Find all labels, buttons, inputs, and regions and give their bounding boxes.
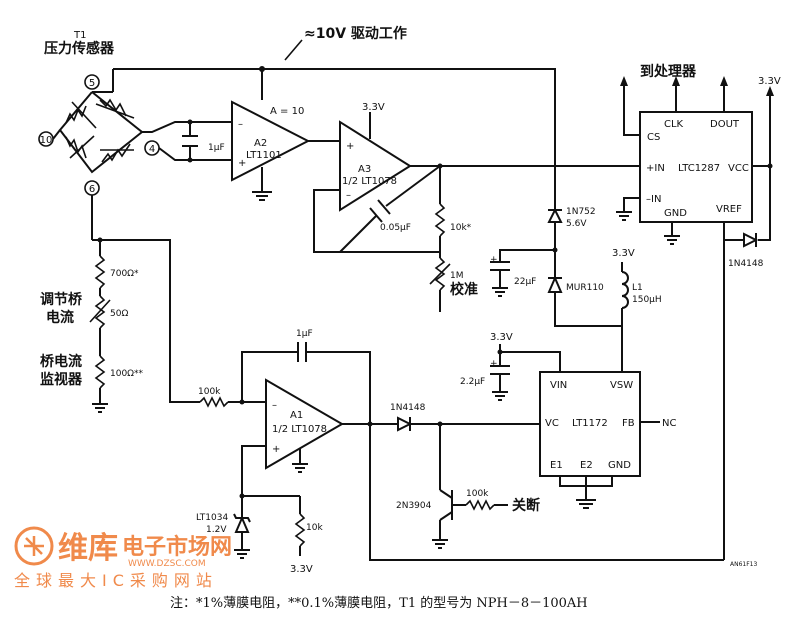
reg-e2: E2 <box>580 460 593 471</box>
a2-part: LT1101 <box>246 150 282 161</box>
monitor-bridge-label: 桥电流 <box>40 353 82 370</box>
ref-supply: 3.3V <box>290 564 313 575</box>
a1-part: 1/2 LT1078 <box>272 424 327 435</box>
d-1n4148-mid: 1N4148 <box>390 403 426 413</box>
l1-value: 150μH <box>632 295 662 305</box>
watermark-brand2: 电子市场网 <box>122 534 232 560</box>
adc-in-plus: +IN <box>646 163 665 174</box>
adc-in-minus: –IN <box>646 194 661 205</box>
d-1n752-voltage: 5.6V <box>566 219 587 229</box>
svg-text:+: + <box>490 255 498 265</box>
adc-ltc1287 <box>616 76 774 560</box>
l1-ref: L1 <box>632 283 643 293</box>
c-1uf-fb: 1μF <box>296 329 313 339</box>
r-100k-b: 100k <box>466 489 489 499</box>
svg-text:+: + <box>346 141 354 152</box>
reg-part: LT1172 <box>572 418 608 429</box>
d-1n4148-top: 1N4148 <box>728 259 764 269</box>
d-mur110: MUR110 <box>566 283 604 293</box>
a2-gain: A = 10 <box>270 106 304 117</box>
watermark-sub: 全球最大IC采购网站 <box>14 571 218 590</box>
node-5: 5 <box>89 78 95 89</box>
adc-cs: CS <box>647 132 660 143</box>
watermark-brand: 维库 <box>58 531 118 566</box>
adjust-bridge-label-2: 电流 <box>46 309 74 326</box>
t1-name: 压力传感器 <box>44 40 115 57</box>
r-10k-star: 10k* <box>450 223 472 233</box>
reg-e1: E1 <box>550 460 563 471</box>
c-22uf-b: 2.2μF <box>460 377 485 387</box>
footnote: 注：*1%薄膜电阻，**0.1%薄膜电阻，T1 的型号为 NPH－8－100AH <box>170 595 588 611</box>
a1-ref: A1 <box>290 410 303 421</box>
amplifier-a1 <box>199 342 540 499</box>
adc-part: LTC1287 <box>678 163 720 174</box>
q-2n3904: 2N3904 <box>396 501 432 511</box>
l1-supply: 3.3V <box>612 248 635 259</box>
reg-vsw: VSW <box>610 380 633 391</box>
adc-clk: CLK <box>664 119 684 130</box>
reg-nc: NC <box>662 418 676 429</box>
amplifier-a2 <box>231 100 340 201</box>
r-1m: 1M <box>450 271 464 281</box>
adc-vref: VREF <box>716 204 742 215</box>
svg-text:–: – <box>238 119 243 130</box>
a3-part: 1/2 LT1078 <box>342 176 397 187</box>
adc-gnd: GND <box>664 208 687 219</box>
reg-gnd: GND <box>608 460 631 471</box>
d-1n752: 1N752 <box>566 207 596 217</box>
r-10k-b: 10k <box>306 523 323 533</box>
watermark-logo <box>14 526 54 566</box>
r-100: 100Ω** <box>110 369 144 379</box>
drive-label: ≈10V 驱动工作 <box>304 25 407 42</box>
calibrate-label: 校准 <box>450 281 478 298</box>
d-lt1034: LT1034 <box>196 513 228 523</box>
drive-rail <box>112 66 556 210</box>
c-005uf: 0.05μF <box>380 223 411 233</box>
pressure-sensor-bridge: 5 10 4 6 <box>38 74 232 240</box>
adc-vcc: VCC <box>728 163 749 174</box>
power-section <box>490 207 629 372</box>
shutdown-transistor <box>432 424 508 549</box>
svg-text:–: – <box>272 400 277 411</box>
reference-lt1034 <box>233 424 724 561</box>
reg-fb: FB <box>622 418 635 429</box>
a2-ref: A2 <box>254 138 267 149</box>
a3-supply: 3.3V <box>362 102 385 113</box>
amplifier-a3 <box>313 112 640 312</box>
t1-ref: T1 <box>73 30 86 41</box>
node-4: 4 <box>149 144 155 155</box>
c-22uf: 22μF <box>514 277 536 287</box>
r-50: 50Ω <box>110 309 128 319</box>
adjust-bridge-label: 调节桥 <box>40 291 83 308</box>
svg-text:–: – <box>346 190 351 201</box>
reg-vin: VIN <box>550 380 567 391</box>
r-100k-a: 100k <box>198 387 221 397</box>
processor-label: 到处理器 <box>640 63 697 80</box>
svg-text:+: + <box>238 158 246 169</box>
adc-dout: DOUT <box>710 119 740 130</box>
node-6: 6 <box>89 184 95 195</box>
node-10: 10 <box>40 135 53 146</box>
doc-code: AN61F13 <box>730 561 757 568</box>
r-700: 700Ω* <box>110 269 139 279</box>
monitor-bridge-label-2: 监视器 <box>40 371 83 388</box>
bridge-current-stack <box>89 237 200 413</box>
c-1uf-input: 1μF <box>208 143 225 153</box>
adc-supply: 3.3V <box>758 76 781 87</box>
svg-text:+: + <box>272 444 280 455</box>
d-lt1034-voltage: 1.2V <box>206 525 227 535</box>
svg-text:+: + <box>490 359 498 369</box>
drive-arrow <box>284 39 303 61</box>
reg-vc: VC <box>545 418 559 429</box>
shutdown-label: 关断 <box>512 497 540 514</box>
watermark-url: WWW.DZSC.COM <box>128 559 206 569</box>
vin-supply: 3.3V <box>490 332 513 343</box>
a3-ref: A3 <box>358 164 371 175</box>
